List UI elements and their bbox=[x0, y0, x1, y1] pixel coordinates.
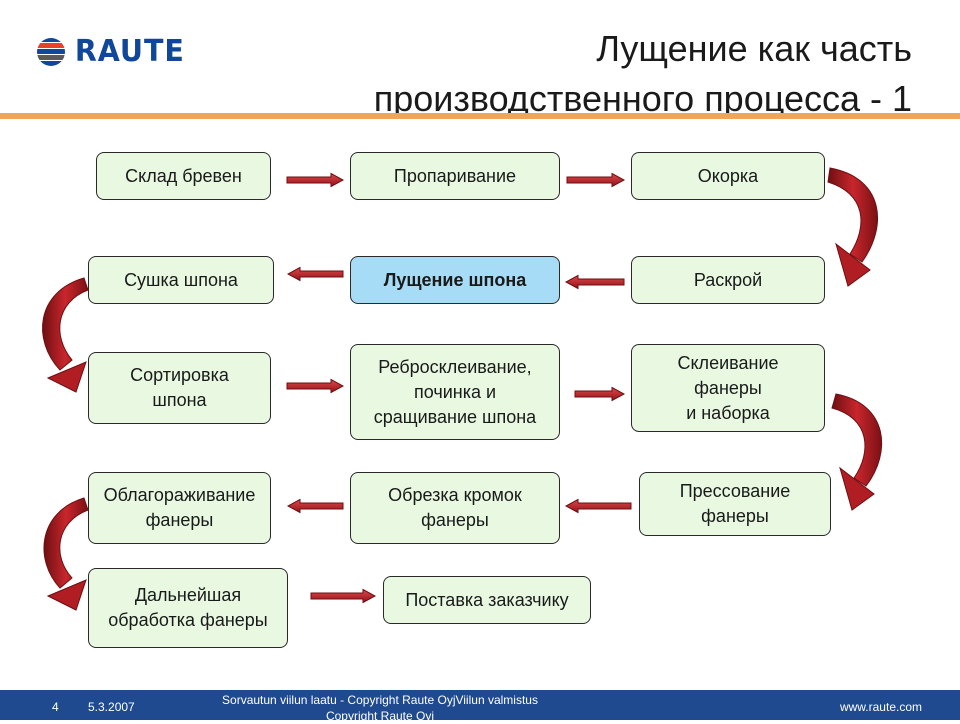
process-box-dalneyshaya: Дальнейшая обработка фанеры bbox=[88, 568, 288, 648]
footer-bar: 4 5.3.2007 Sorvautun viilun laatu - Copy… bbox=[0, 690, 960, 723]
flow-arrow-pressovanie-to-obrezka bbox=[564, 498, 632, 514]
turn-arrow-body bbox=[43, 497, 89, 589]
page-title: Лущение как часть производственного проц… bbox=[212, 24, 912, 124]
process-box-raskroy: Раскрой bbox=[631, 256, 825, 304]
flow-arrow-proparivanie-to-okorka bbox=[566, 172, 626, 188]
flow-arrow-lushchenie-to-sushka bbox=[286, 266, 344, 282]
turn-arrow-okorka-to-raskroy bbox=[827, 167, 879, 287]
turn-arrow-head bbox=[839, 466, 875, 511]
flow-arrows bbox=[42, 167, 883, 611]
process-box-obrezka: Обрезка кромок фанеры bbox=[350, 472, 560, 544]
turn-arrow-body bbox=[831, 393, 883, 487]
flow-arrow-sklad-to-proparivanie bbox=[286, 172, 345, 188]
process-box-rebroskleivanie: Ребросклеивание, починка и сращивание шп… bbox=[350, 344, 560, 440]
flow-arrow-rebroskleivanie-to-skleivanie bbox=[574, 386, 626, 402]
turn-arrow-head bbox=[46, 361, 87, 393]
flow-arrow-raskroy-to-lushchenie bbox=[564, 274, 625, 290]
process-box-pressovanie: Прессование фанеры bbox=[639, 472, 831, 536]
process-box-sushka: Сушка шпона bbox=[88, 256, 274, 304]
title-line-1: Лущение как часть bbox=[596, 28, 912, 69]
turn-arrow-skleivanie-to-pressovanie bbox=[831, 393, 883, 511]
process-box-lushchenie: Лущение шпона bbox=[350, 256, 560, 304]
flow-arrow-obrezka-to-oblagorazhivanie bbox=[286, 498, 344, 514]
title-line-2: производственного процесса - 1 bbox=[373, 78, 912, 119]
flow-arrow-sortirovka-to-rebroskleivanie bbox=[286, 378, 345, 394]
raute-logo: RAUTE bbox=[36, 34, 188, 69]
flow-arrow-dalneyshaya-to-postavka bbox=[310, 588, 377, 604]
process-box-oblagorazhivanie: Облагораживание фанеры bbox=[88, 472, 271, 544]
turn-arrow-oblagorazhivanie-to-dalneyshaya bbox=[43, 497, 89, 611]
raute-globe-icon bbox=[37, 37, 65, 66]
process-box-skleivanie: Склеивание фанеры и наборка bbox=[631, 344, 825, 432]
footer-page-number: 4 bbox=[52, 700, 59, 714]
process-box-okorka: Окорка bbox=[631, 152, 825, 200]
turn-arrow-head bbox=[46, 579, 87, 611]
footer-website: www.raute.com bbox=[839, 700, 922, 714]
logo-text: RAUTE bbox=[74, 34, 185, 69]
header-divider bbox=[0, 113, 960, 119]
turn-arrow-body bbox=[42, 277, 89, 371]
process-box-sortirovka: Сортировка шпона bbox=[88, 352, 271, 424]
turn-arrow-body bbox=[827, 167, 879, 263]
turn-arrow-head bbox=[835, 242, 871, 287]
turn-arrow-sushka-to-sortirovka bbox=[42, 277, 89, 393]
process-box-proparivanie: Пропаривание bbox=[350, 152, 560, 200]
footer-copyright: Sorvautun viilun laatu - Copyright Raute… bbox=[222, 693, 538, 723]
process-box-postavka: Поставка заказчику bbox=[383, 576, 591, 624]
footer-date: 5.3.2007 bbox=[88, 700, 135, 714]
process-box-sklad: Склад бревен bbox=[96, 152, 271, 200]
